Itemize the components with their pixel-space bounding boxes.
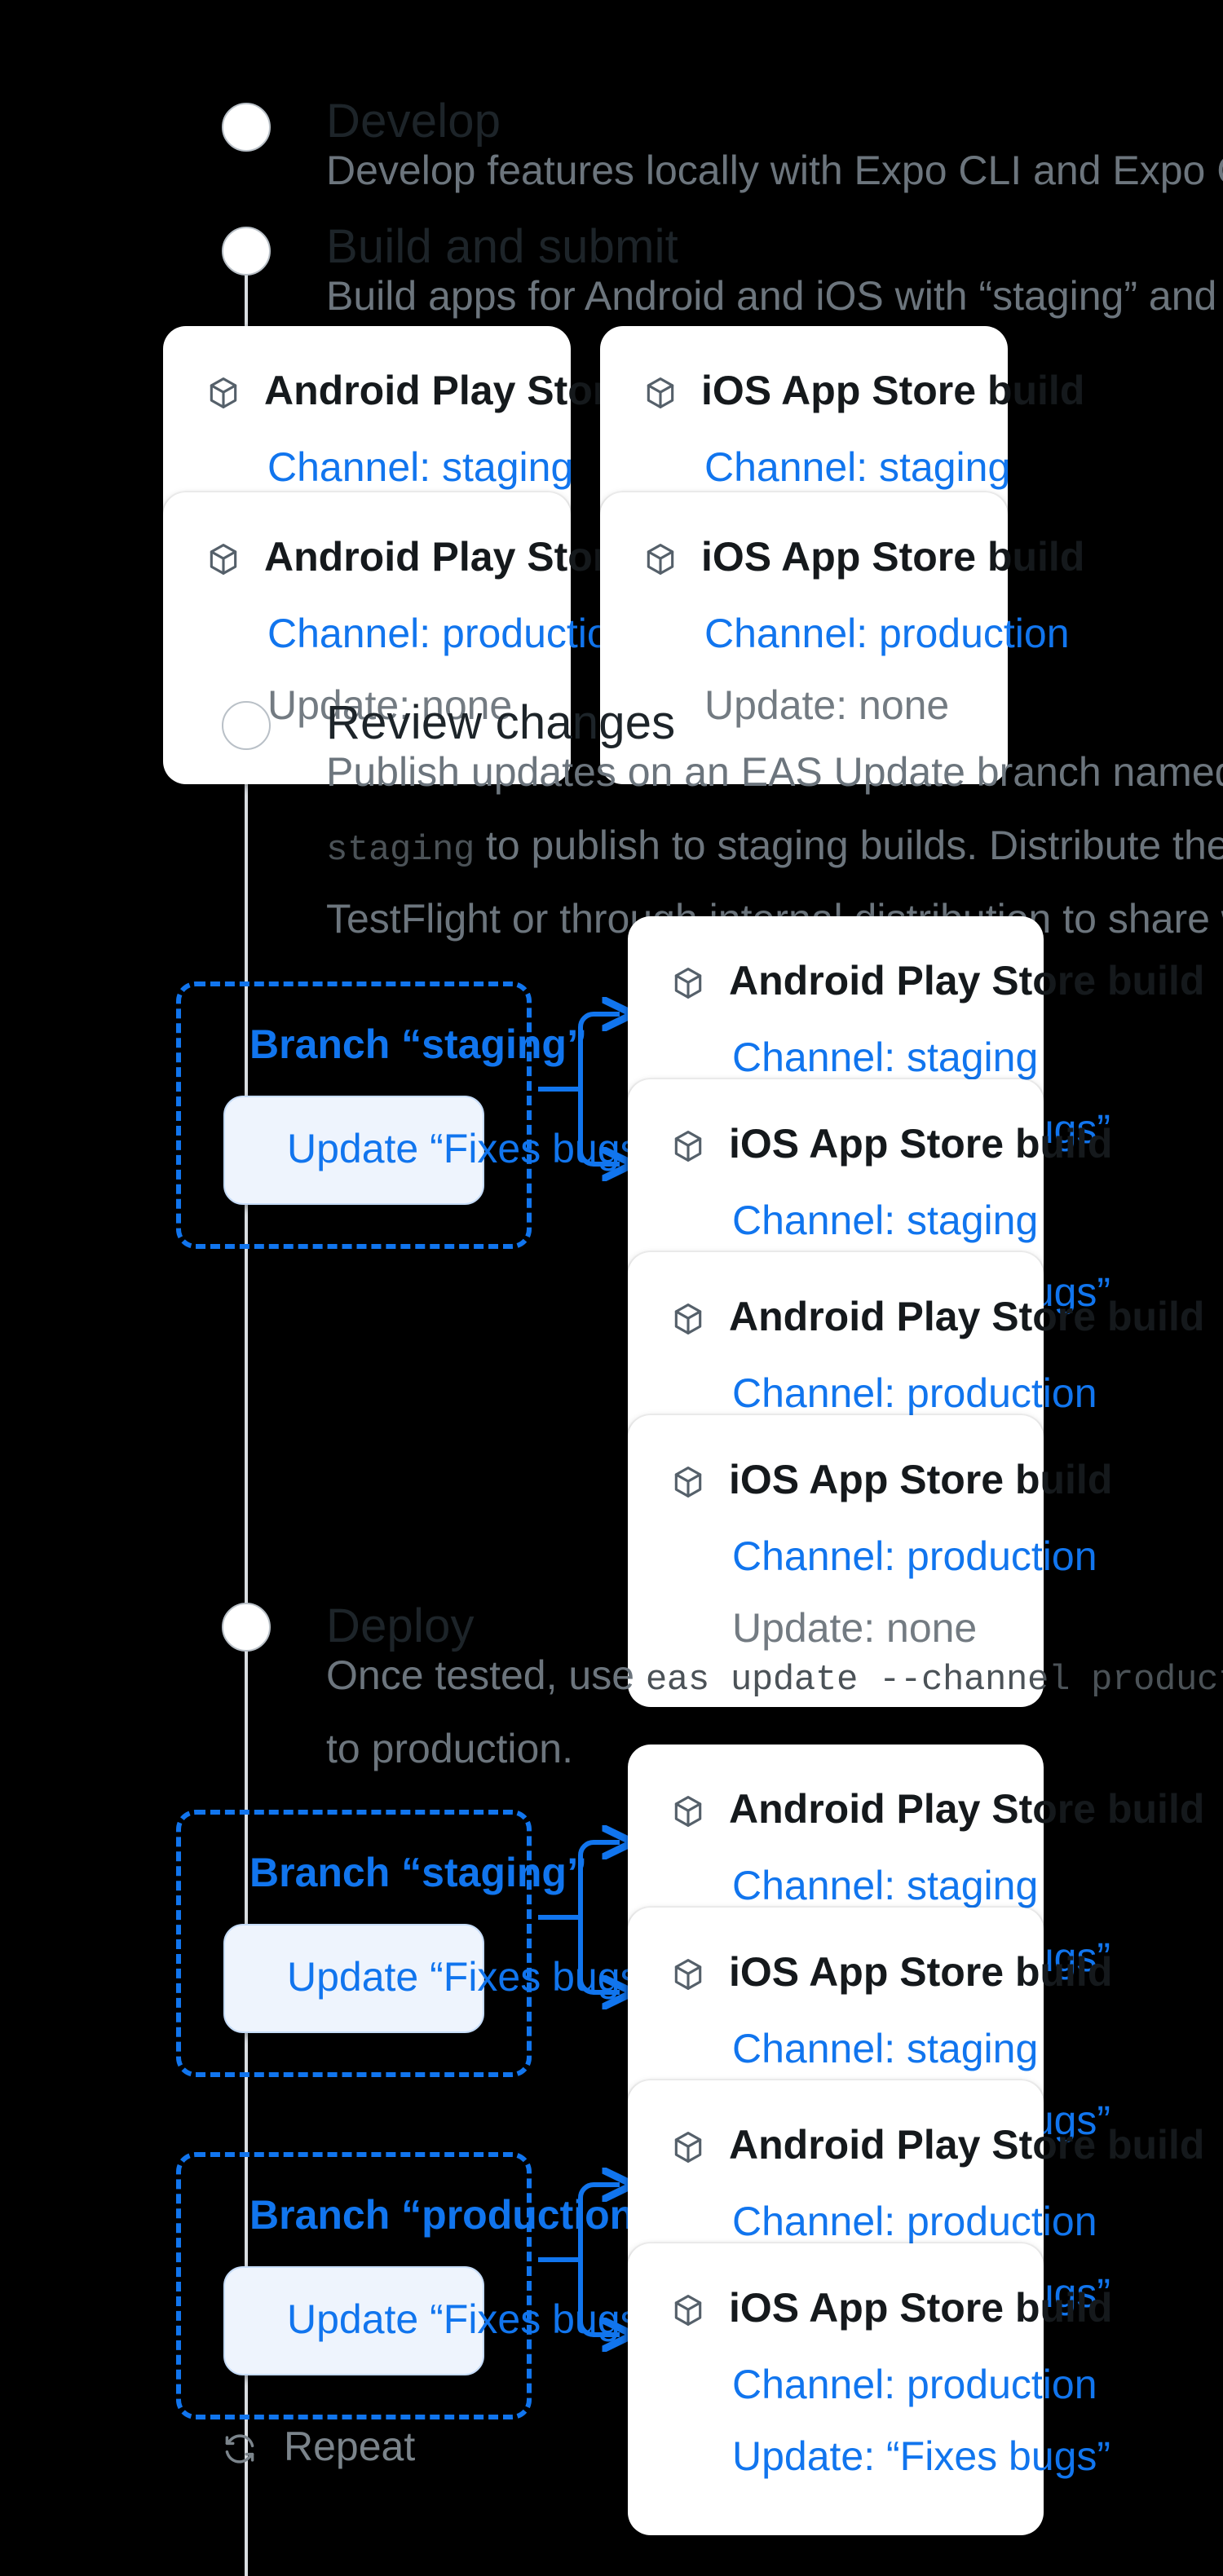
build-card-title: iOS App Store build	[729, 1950, 1113, 1996]
branch-box-production[interactable]: Branch “production” Update “Fixes bugs”	[176, 2152, 655, 2419]
cube-icon	[674, 2131, 702, 2162]
build-card-title: Android Play Store build	[729, 2123, 1205, 2168]
build-card-channel: Channel: staging	[732, 1035, 1039, 1081]
build-card-update: Update: “Fixes bugs”	[732, 2434, 1111, 2480]
inline-code: eas update --channel production	[645, 1660, 1223, 1700]
cube-icon	[674, 2294, 702, 2325]
branch-label: Branch “production”	[249, 2193, 656, 2239]
cube-icon	[674, 1130, 702, 1161]
timeline-dot-deploy	[222, 1603, 271, 1652]
desc-text: Once tested, use	[326, 1653, 646, 1699]
inline-code: eas update --channel staging	[326, 830, 475, 871]
cube-icon	[674, 1958, 702, 1989]
branch-label: Branch “staging”	[249, 1850, 587, 1896]
section-description-develop: Develop features locally with Expo CLI a…	[326, 148, 1223, 194]
repeat-footer[interactable]: Repeat	[222, 2424, 415, 2472]
build-card-channel: Channel: production	[704, 611, 1070, 657]
build-card-header: iOS App Store build	[670, 1950, 1112, 1997]
build-card-update: Update: none	[732, 1606, 978, 1652]
section-title-build-and-submit: Build and submit	[326, 222, 678, 274]
branch-connector	[538, 1806, 652, 2100]
branch-box-staging[interactable]: Branch “staging” Update “Fixes bugs”	[176, 981, 654, 1249]
repeat-label: Repeat	[284, 2424, 416, 2470]
cube-icon	[647, 543, 674, 574]
timeline-dot-review-changes	[222, 701, 271, 750]
update-card[interactable]: Update “Fixes bugs”	[223, 1096, 654, 1205]
cube-icon	[674, 1795, 702, 1826]
timeline-dot-develop	[222, 103, 271, 152]
build-card-header: iOS App Store build	[670, 1122, 1112, 1169]
cube-icon	[210, 377, 237, 408]
build-card-header: Android Play Store build	[670, 1787, 1204, 1834]
build-card-channel: Channel: staging	[267, 445, 574, 491]
cube-icon	[674, 1303, 702, 1334]
section-description-review-changes: Publish updates on an EAS Update branch …	[326, 739, 1223, 955]
update-card[interactable]: Update “Fixes bugs”	[223, 1924, 654, 2033]
build-card-header: Android Play Store build	[670, 2123, 1204, 2170]
build-card-update: Update: none	[267, 683, 513, 729]
branch-connector	[538, 978, 652, 1272]
build-card-title: iOS App Store build	[729, 2286, 1113, 2331]
desc-text: to publish the same update from staging …	[326, 1727, 573, 1772]
branch-connector	[538, 2149, 652, 2442]
build-card[interactable]: iOS App Store build Channel: production …	[600, 492, 1084, 784]
desc-text: Publish updates on an EAS Update branch …	[326, 750, 1223, 796]
cube-icon	[674, 967, 702, 998]
timeline-spine	[245, 241, 248, 2576]
cube-icon	[210, 543, 237, 574]
build-card-header: Android Play Store build	[670, 1295, 1204, 1342]
build-card-channel: Channel: staging	[704, 445, 1011, 491]
build-card-update: Update: none	[704, 683, 950, 729]
section-description-deploy: Once tested, use eas update --channel pr…	[326, 1642, 1223, 1785]
build-card-header: Android Play Store build	[670, 959, 1204, 1006]
build-card-title: Android Play Store build	[729, 959, 1205, 1004]
build-card-header: iOS App Store build	[642, 368, 1084, 416]
build-card-channel: Channel: staging	[732, 1864, 1039, 1909]
build-card-channel: Channel: production	[732, 1371, 1097, 1417]
branch-header: Branch “staging”	[223, 1022, 587, 1070]
build-card-channel: Channel: production	[732, 2362, 1097, 2408]
build-card-channel: Channel: staging	[732, 2027, 1039, 2072]
section-title-deploy: Deploy	[326, 1601, 475, 1653]
branch-header: Branch “production”	[223, 2193, 655, 2240]
cube-icon	[674, 1466, 702, 1497]
build-card-header: iOS App Store build	[642, 535, 1084, 582]
branch-header: Branch “staging”	[223, 1850, 587, 1898]
branch-box-staging[interactable]: Branch “staging” Update “Fixes bugs”	[176, 1810, 654, 2077]
cube-icon	[647, 377, 674, 408]
build-card-title: Android Play Store build	[729, 1295, 1205, 1340]
update-card[interactable]: Update “Fixes bugs”	[223, 2266, 654, 2375]
timeline-dot-build-and-submit	[222, 227, 271, 276]
build-card-title: iOS App Store build	[729, 1122, 1113, 1167]
build-card-channel: Channel: staging	[732, 1198, 1039, 1244]
section-title-develop: Develop	[326, 96, 501, 148]
build-card-header: Android Play Store build	[205, 535, 740, 582]
build-card-channel: Channel: production	[732, 2199, 1097, 2245]
build-card-header: Android Play Store build	[205, 368, 740, 416]
build-card[interactable]: iOS App Store build Channel: production …	[628, 1415, 1112, 1707]
build-card[interactable]: iOS App Store build Channel: production …	[628, 2243, 1112, 2535]
repeat-icon	[225, 2433, 254, 2463]
build-card-header: iOS App Store build	[670, 1458, 1112, 1505]
build-card-channel: Channel: production	[267, 611, 633, 657]
build-card-header: iOS App Store build	[670, 2286, 1112, 2333]
build-card-title: iOS App Store build	[701, 535, 1085, 580]
build-card-title: iOS App Store build	[729, 1458, 1113, 1503]
section-title-review-changes: Review changes	[326, 698, 676, 750]
branch-label: Branch “staging”	[249, 1022, 587, 1068]
build-card-channel: Channel: production	[732, 1534, 1097, 1580]
build-card-title: Android Play Store build	[729, 1787, 1205, 1833]
section-description-build-and-submit: Build apps for Android and iOS with “sta…	[326, 274, 1223, 320]
build-card-title: iOS App Store build	[701, 368, 1085, 414]
